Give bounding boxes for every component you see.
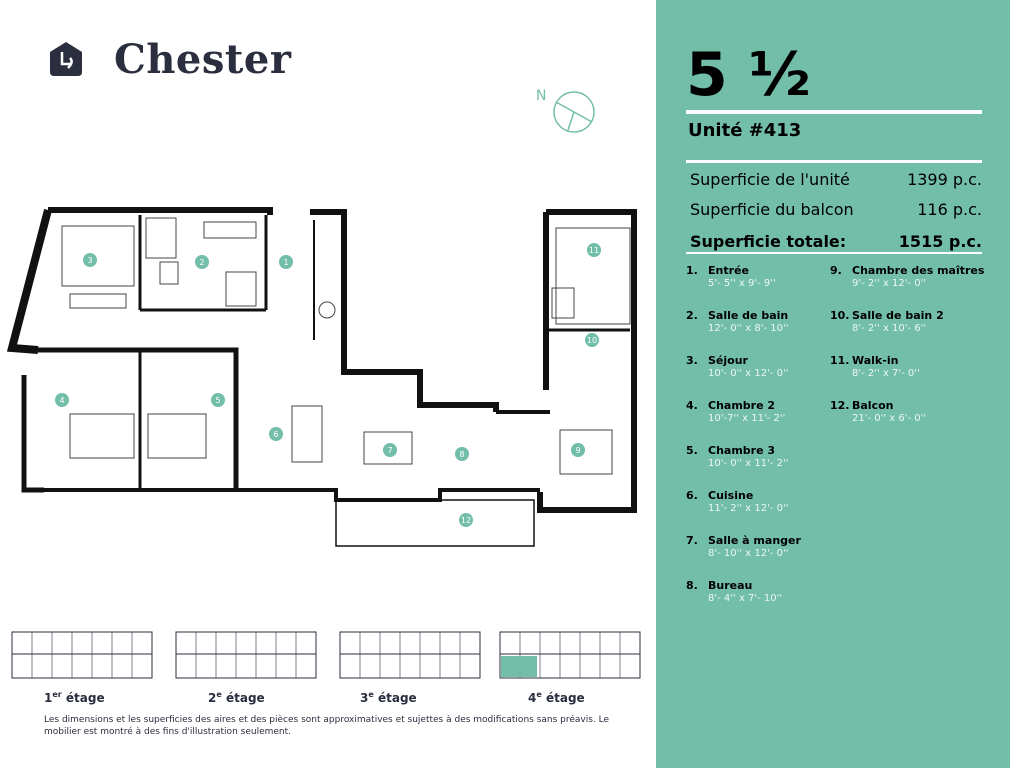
room-marker: 4 <box>55 393 69 407</box>
room-number: 7. <box>686 534 698 547</box>
room-dimensions: 5'- 5'' x 9'- 9'' <box>708 278 776 289</box>
svg-text:11: 11 <box>589 246 599 255</box>
svg-text:3: 3 <box>87 256 92 265</box>
room-number: 4. <box>686 399 698 412</box>
room-marker: 1 <box>279 255 293 269</box>
room-dimensions: 9'- 2'' x 12'- 0'' <box>852 278 927 289</box>
room-dimensions: 11'- 2'' x 12'- 0'' <box>708 503 789 514</box>
room-marker: 5 <box>211 393 225 407</box>
chester-logo-icon <box>50 42 82 76</box>
room-dimensions: 10'- 0'' x 11'- 2'' <box>708 458 789 469</box>
divider <box>686 160 982 163</box>
room-marker: 7 <box>383 443 397 457</box>
floorplan-panel: Chester N <box>6 36 641 737</box>
room-number: 11. <box>830 354 850 367</box>
room-name: Entrée <box>708 264 749 277</box>
svg-text:8: 8 <box>459 450 464 459</box>
room-name: Balcon <box>852 399 894 412</box>
north-compass-icon: N <box>536 88 595 133</box>
room-dimensions: 8'- 2'' x 10'- 6'' <box>852 323 927 334</box>
svg-text:1: 1 <box>283 258 288 267</box>
room-number: 2. <box>686 309 698 322</box>
room-marker: 12 <box>459 513 473 527</box>
svg-text:9: 9 <box>575 446 580 455</box>
divider <box>686 110 982 114</box>
floor-label-1[interactable]: 1er étage <box>44 690 105 705</box>
room-marker: 9 <box>571 443 585 457</box>
room-number: 3. <box>686 354 698 367</box>
room-name: Walk-in <box>852 354 899 367</box>
room-name: Séjour <box>708 354 748 367</box>
svg-text:4: 4 <box>59 396 64 405</box>
room-marker: 8 <box>455 447 469 461</box>
floor-label-4[interactable]: 4e étage <box>528 690 585 705</box>
room-name: Salle à manger <box>708 534 801 547</box>
room-marker: 11 <box>587 243 601 257</box>
room-name: Cuisine <box>708 489 754 502</box>
room-name: Chambre 2 <box>708 399 776 412</box>
svg-text:2: 2 <box>199 258 204 267</box>
svg-text:7: 7 <box>387 446 392 455</box>
room-dimensions: 10'-7'' x 11'- 2'' <box>708 413 786 424</box>
svg-text:5: 5 <box>215 396 220 405</box>
room-name: Salle de bain <box>708 309 789 322</box>
room-dimensions: 8'- 10'' x 12'- 0'' <box>708 548 789 559</box>
highlighted-unit <box>501 656 537 677</box>
room-name: Salle de bain 2 <box>852 309 944 322</box>
room-number: 5. <box>686 444 698 457</box>
room-marker: 2 <box>195 255 209 269</box>
room-dimensions: 12'- 0'' x 8'- 10'' <box>708 323 789 334</box>
room-name: Chambre 3 <box>708 444 776 457</box>
room-name: Bureau <box>708 579 753 592</box>
svg-text:6: 6 <box>273 430 278 439</box>
room-number: 8. <box>686 579 698 592</box>
divider <box>686 252 982 254</box>
room-name: Chambre des maîtres <box>852 264 985 277</box>
room-number: 1. <box>686 264 698 277</box>
room-number: 9. <box>830 264 842 277</box>
room-dimensions: 8'- 2'' x 7'- 0'' <box>852 368 920 379</box>
floor-label-3[interactable]: 3e étage <box>360 690 417 705</box>
room-number: 6. <box>686 489 698 502</box>
disclaimer-text: Les dimensions et les superficies des ai… <box>44 715 610 737</box>
svg-text:10: 10 <box>587 336 597 345</box>
unit-info-panel <box>656 0 1010 768</box>
room-number: 10. <box>830 309 850 322</box>
room-dimensions: 21'- 0'' x 6'- 0'' <box>852 413 927 424</box>
room-marker: 10 <box>585 333 599 347</box>
floor-selector-diagrams <box>11 631 641 679</box>
room-marker: 3 <box>83 253 97 267</box>
room-dimensions: 8'- 4'' x 7'- 10'' <box>708 593 783 604</box>
compass-north-label: N <box>536 88 546 104</box>
unit-type: 5 ½ <box>686 40 811 110</box>
svg-text:12: 12 <box>461 516 471 525</box>
room-dimensions: 10'- 0'' x 12'- 0'' <box>708 368 789 379</box>
floor-label-2[interactable]: 2e étage <box>208 690 265 705</box>
brand-name: Chester <box>114 36 292 83</box>
room-marker: 6 <box>269 427 283 441</box>
area-row-total: Superficie totale:1515 p.c. <box>690 232 982 251</box>
unit-number: Unité #413 <box>688 120 802 141</box>
room-number: 12. <box>830 399 850 412</box>
